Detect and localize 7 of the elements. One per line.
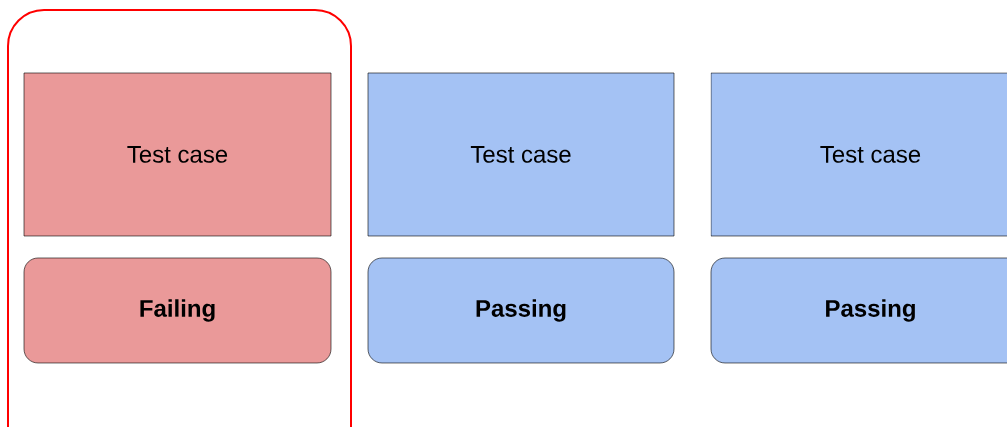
test-case-box: Test case bbox=[23, 72, 332, 237]
status-box: Failing bbox=[23, 257, 332, 364]
test-case-box: Test case bbox=[367, 72, 675, 237]
status-box: Passing bbox=[367, 257, 675, 364]
status-box: Passing bbox=[710, 257, 1007, 364]
group-outline bbox=[7, 9, 352, 427]
test-case-box: Test case bbox=[710, 72, 1007, 237]
